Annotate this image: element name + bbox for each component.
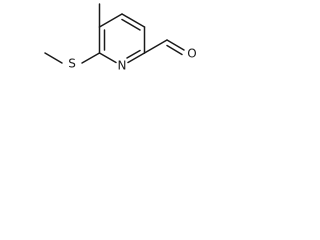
bond-v2-cho xyxy=(143,39,168,54)
bond-v5-v0 xyxy=(98,13,123,28)
molecule-structure: S N O xyxy=(0,0,218,92)
bond-cho-o-double xyxy=(166,44,183,56)
structure-diagram: O N S N O xyxy=(0,0,218,92)
bond-v2-n xyxy=(127,52,146,64)
bond-s-methyl xyxy=(44,52,63,64)
bond-v0-v1-inner xyxy=(121,18,141,31)
bond-v4-s xyxy=(81,52,101,64)
atom-sulfur: S xyxy=(68,57,76,71)
bond-cho-o xyxy=(166,39,185,51)
atom-nitrogen: N xyxy=(118,59,127,73)
bond-v0-v1 xyxy=(121,13,146,28)
bond-n-v4 xyxy=(98,52,117,64)
bond-v2-n-inner xyxy=(126,49,141,59)
atom-oxygen: O xyxy=(187,47,196,61)
